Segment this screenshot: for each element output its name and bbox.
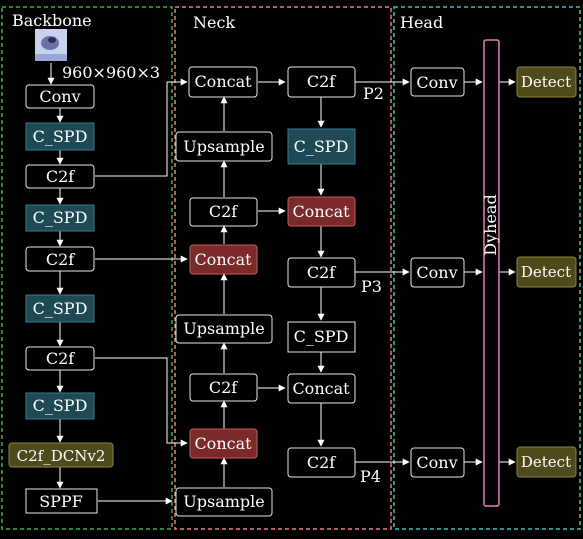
svg-text:C_SPD: C_SPD: [33, 127, 88, 146]
svg-text:C_SPD: C_SPD: [294, 327, 349, 346]
svg-text:C2f: C2f: [307, 263, 336, 282]
svg-text:C_SPD: C_SPD: [33, 299, 88, 318]
svg-text:Concat: Concat: [292, 379, 350, 398]
head-conv-3: Conv: [410, 447, 465, 478]
head-section: [393, 6, 581, 530]
neck-upsample-1: Upsample: [175, 131, 273, 162]
svg-text:C2f: C2f: [46, 250, 75, 269]
neck-c2f-p3: C2f: [287, 257, 356, 288]
backbone-cspd-1: C_SPD: [25, 122, 95, 151]
svg-text:Concat: Concat: [292, 202, 350, 221]
head-title: Head: [400, 13, 443, 32]
backbone-section: [1, 6, 173, 530]
svg-text:C_SPD: C_SPD: [294, 137, 349, 156]
svg-text:Upsample: Upsample: [183, 137, 264, 156]
svg-text:C_SPD: C_SPD: [33, 208, 88, 227]
svg-text:C2f: C2f: [46, 167, 75, 186]
neck-title: Neck: [193, 13, 235, 32]
svg-text:C2f: C2f: [209, 378, 238, 397]
neck-concat-top: Concat: [188, 66, 258, 98]
svg-text:Upsample: Upsample: [183, 319, 264, 338]
svg-text:C2f: C2f: [209, 202, 238, 221]
svg-text:C2f_DCNv2: C2f_DCNv2: [17, 447, 106, 465]
neck-concat-mid: Concat: [189, 244, 258, 275]
neck-section: [174, 6, 392, 530]
svg-text:Conv: Conv: [39, 87, 80, 106]
svg-text:Detect: Detect: [521, 453, 571, 471]
neck-c2f-a: C2f: [189, 197, 258, 227]
svg-text:Conv: Conv: [416, 453, 457, 472]
input-size-label: 960×960×3: [62, 63, 160, 82]
backbone-conv: Conv: [25, 84, 95, 109]
neck-c2f-p4: C2f: [287, 447, 356, 478]
head-conv-1: Conv: [410, 67, 465, 97]
detect-1: Detect: [516, 66, 577, 98]
neck-concat-r2: Concat: [287, 373, 356, 404]
neck-concat-r1: Concat: [287, 196, 356, 227]
neck-cspd-2: C_SPD: [287, 321, 356, 353]
neck-c2f-b: C2f: [189, 373, 258, 402]
neck-upsample-3: Upsample: [175, 487, 273, 517]
svg-text:C_SPD: C_SPD: [33, 396, 88, 415]
svg-text:SPPF: SPPF: [39, 492, 83, 511]
input-image: [35, 29, 67, 61]
svg-text:Conv: Conv: [416, 73, 457, 92]
svg-text:Dyhead: Dyhead: [481, 194, 500, 255]
detect-2: Detect: [516, 256, 577, 288]
svg-text:Concat: Concat: [194, 434, 252, 453]
label-p4: P4: [360, 467, 381, 486]
backbone-title: Backbone: [12, 11, 92, 30]
backbone-c2f-dcnv2: C2f_DCNv2: [8, 442, 114, 468]
svg-text:Concat: Concat: [194, 250, 252, 269]
backbone-c2f-3: C2f: [25, 346, 95, 371]
svg-text:Detect: Detect: [521, 263, 571, 281]
backbone-c2f-2: C2f: [25, 246, 95, 272]
backbone-cspd-4: C_SPD: [25, 392, 95, 420]
neck-concat-low: Concat: [189, 428, 258, 459]
svg-text:C2f: C2f: [307, 453, 336, 472]
neck-cspd-1: C_SPD: [287, 128, 356, 165]
neck-upsample-2: Upsample: [175, 314, 273, 344]
svg-text:Upsample: Upsample: [183, 492, 264, 511]
backbone-c2f-1: C2f: [25, 164, 95, 189]
svg-text:Conv: Conv: [416, 263, 457, 282]
neck-c2f-p2: C2f: [287, 66, 356, 98]
label-p2: P2: [363, 84, 384, 103]
svg-text:Concat: Concat: [194, 72, 252, 91]
backbone-cspd-2: C_SPD: [25, 204, 95, 232]
svg-text:Detect: Detect: [521, 73, 571, 91]
backbone-cspd-3: C_SPD: [25, 294, 95, 323]
connectors: [47, 63, 516, 505]
backbone-sppf: SPPF: [25, 488, 98, 514]
head-conv-2: Conv: [410, 257, 465, 288]
label-p3: P3: [361, 277, 382, 296]
svg-text:C2f: C2f: [307, 72, 336, 91]
svg-text:C2f: C2f: [46, 349, 75, 368]
detect-3: Detect: [516, 446, 577, 478]
dyhead-block: Dyhead: [481, 39, 500, 507]
